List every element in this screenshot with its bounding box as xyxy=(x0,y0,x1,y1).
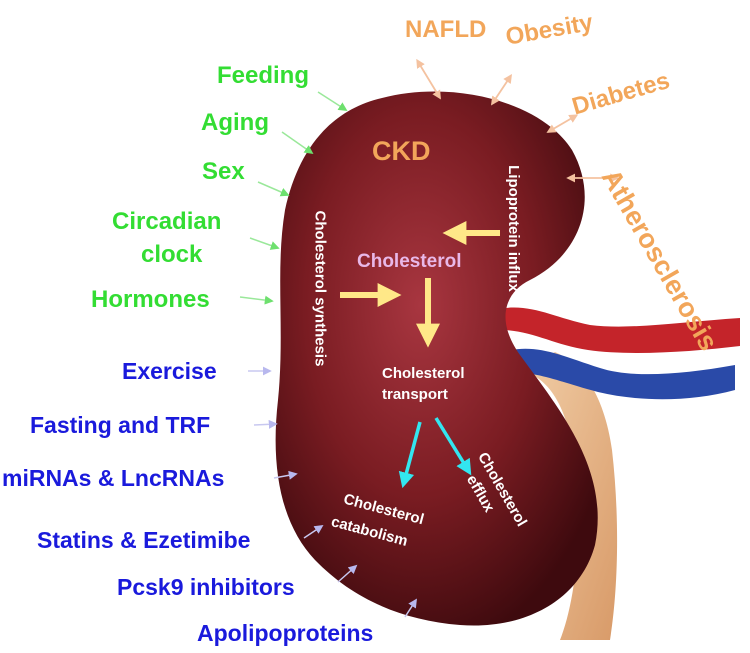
statins-arrow xyxy=(303,525,324,539)
lipoprotein-influx-label: Lipoprotein influx xyxy=(504,165,522,292)
disease-nafld: NAFLD xyxy=(405,16,487,43)
nafld-arrow xyxy=(416,58,441,100)
ureter xyxy=(520,352,618,640)
factor-hormones: Hormones xyxy=(91,286,210,313)
factor-circadian: Circadian xyxy=(112,208,222,235)
intervention-mirna: miRNAs & LncRNAs xyxy=(2,465,225,491)
ckd-label: CKD xyxy=(372,136,431,166)
renal-vein xyxy=(508,348,735,400)
kidney-body xyxy=(275,91,598,626)
catabolism-arrow xyxy=(398,421,422,489)
aging-arrow xyxy=(281,131,314,155)
intervention-statins: Statins & Ezetimibe xyxy=(37,527,251,553)
circadian-arrow xyxy=(249,237,280,250)
factor-sex: Sex xyxy=(202,158,245,185)
fasting-arrow xyxy=(253,419,278,429)
apolipoproteins-arrow xyxy=(404,598,417,618)
factor-clock: clock xyxy=(141,241,203,268)
intervention-fasting: Fasting and TRF xyxy=(30,412,211,438)
cholesterol-transport-line1: Cholesterol xyxy=(382,365,465,382)
efflux-arrow xyxy=(434,417,472,476)
cholesterol-synthesis-label: Cholesterol synthesis xyxy=(311,210,329,367)
renal-artery xyxy=(505,307,740,353)
factor-aging: Aging xyxy=(201,109,269,136)
cholesterol-transport-line2: transport xyxy=(382,386,448,403)
intervention-exercise: Exercise xyxy=(122,358,217,384)
factor-feeding: Feeding xyxy=(217,62,310,89)
sex-arrow xyxy=(257,181,290,197)
hormones-arrow xyxy=(239,295,274,305)
intervention-apolipoproteins: Apolipoproteins xyxy=(197,620,374,646)
obesity-arrow xyxy=(491,74,512,106)
feeding-arrow xyxy=(317,91,348,111)
mirna-arrow xyxy=(273,470,298,480)
intervention-pcsk9: Pcsk9 inhibitors xyxy=(117,574,295,600)
cholesterol-hub-label: Cholesterol xyxy=(357,251,462,272)
pcsk9-arrow xyxy=(337,564,358,583)
diabetes-arrow xyxy=(546,114,579,133)
